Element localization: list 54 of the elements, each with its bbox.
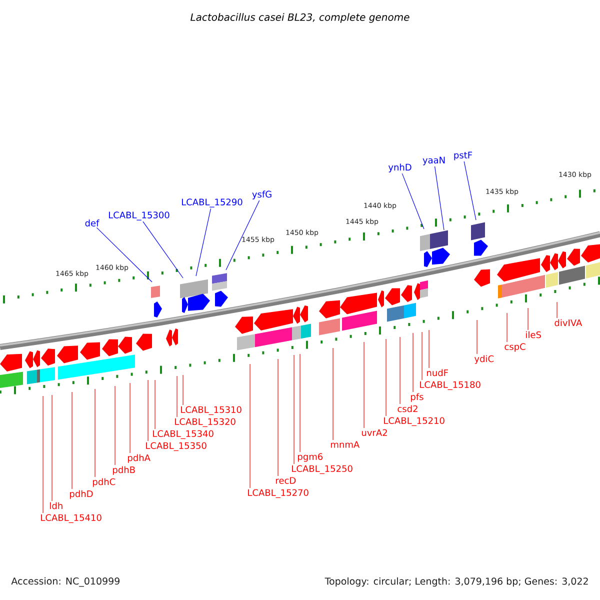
gene-label: def <box>85 220 100 226</box>
leader-line <box>42 396 44 514</box>
gene-label: LCABL_15350 <box>146 442 206 451</box>
gene-label: LCABL_15290 <box>182 198 242 208</box>
title: Lactobacillus casei BL23, complete genome <box>190 13 410 23</box>
leader-line <box>412 332 414 392</box>
leader-line <box>176 376 178 418</box>
gene-label: mnmA <box>331 441 360 448</box>
gene-label: recD <box>276 477 296 484</box>
leader-line <box>182 374 184 406</box>
gene-label: ldh <box>50 502 62 510</box>
leader-line <box>94 388 96 478</box>
gene-label: pdhA <box>128 454 150 463</box>
genome-info-text: Topology: circular; Length: 3,079,196 bp; Genes: 3,022 <box>324 577 588 587</box>
gene-label: divIVA <box>554 319 582 326</box>
gene-label: pdhB <box>113 466 135 475</box>
gene-label: LCABL_15180 <box>420 381 480 390</box>
gene-label: ileS <box>526 331 541 338</box>
gene-label: ynhD <box>388 164 412 172</box>
gene-label: pgm6 <box>298 453 323 462</box>
gene-label: uvrA2 <box>362 429 387 436</box>
leader-line <box>476 320 478 354</box>
gene-label: cspC <box>504 343 526 352</box>
gene-label: LCABL_15340 <box>153 430 214 439</box>
gene-label: LCABL_15270 <box>248 489 308 498</box>
leader-line <box>434 166 444 230</box>
leader-line <box>428 330 430 368</box>
gene-label: ydiC <box>474 355 494 364</box>
accession-text: Accession: NC_010999 <box>11 577 120 587</box>
gene-label: LCABL_15320 <box>175 418 236 427</box>
leader-line <box>154 380 156 430</box>
leader-line <box>402 173 424 230</box>
gene-label: ysfG <box>252 190 272 200</box>
gene-label: csd2 <box>398 405 418 412</box>
leader-line <box>96 227 152 282</box>
leader-line <box>506 312 508 342</box>
gene-label: LCABL_15250 <box>292 465 352 474</box>
leader-line <box>114 386 116 466</box>
leader-line <box>196 208 212 276</box>
gene-label: pdhD <box>70 490 93 499</box>
leader-line <box>464 161 476 220</box>
leader-line <box>332 348 334 440</box>
leader-line <box>142 221 184 278</box>
gene-label: pfs <box>411 393 424 402</box>
leader-line <box>226 200 260 270</box>
gene-label: yaaN <box>422 156 445 166</box>
gene-label: LCABL_15310 <box>181 406 242 415</box>
gene-label: pstF <box>454 152 472 160</box>
gene-label: LCABL_15410 <box>41 514 102 523</box>
gene-label: nudF <box>427 369 448 376</box>
gene-label: pdhC <box>93 478 116 487</box>
gene-label: LCABL_15210 <box>384 417 444 426</box>
gene-label: LCABL_15300 <box>109 212 170 220</box>
leader-line <box>556 302 558 318</box>
